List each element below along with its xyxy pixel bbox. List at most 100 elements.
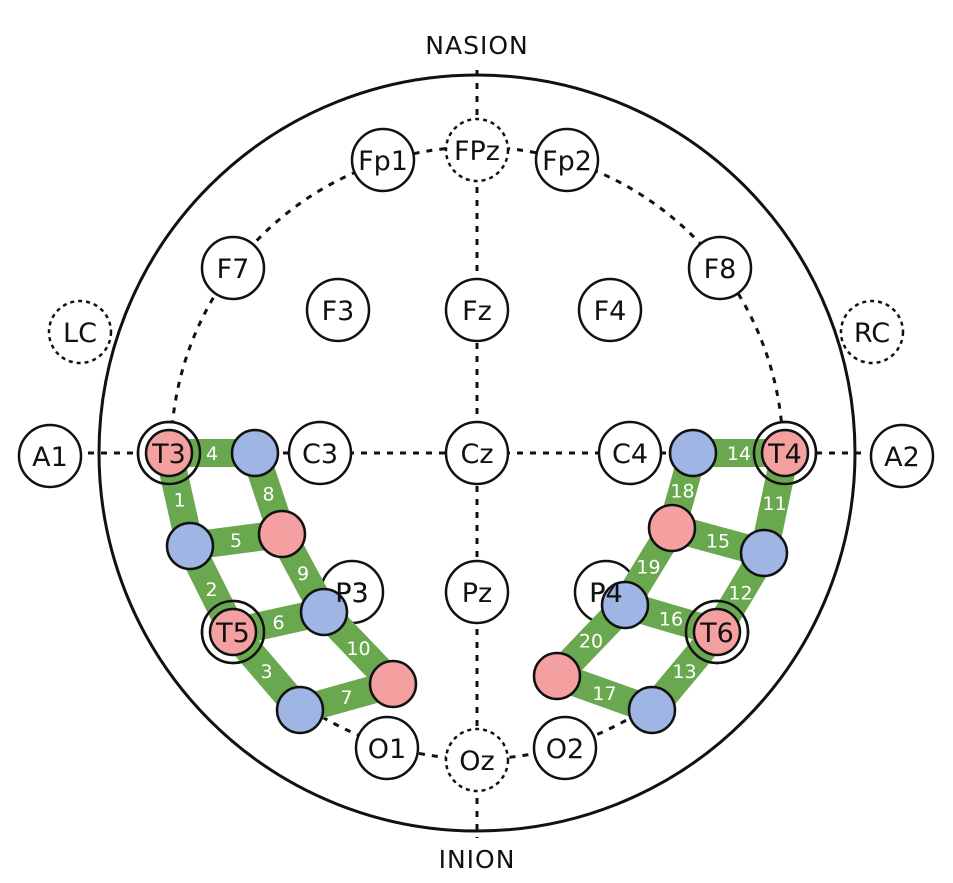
channel-number: 9 [297,563,309,585]
channel-number: 16 [659,609,683,631]
detector-optode-rd3 [627,685,677,735]
electrode-label: Cz [460,439,493,470]
electrode-marker [444,277,510,343]
electrode-label: F8 [704,254,737,285]
electrode-marker [687,235,753,301]
source-marker [257,509,307,559]
electrode-label: Oz [459,746,494,777]
detector-marker [739,528,789,578]
electrode-ring [752,420,818,486]
inion-label: INION [439,845,516,874]
detector-optode-ld2 [230,428,280,478]
electrode-ring [200,599,266,665]
electrode-oz: Oz [444,727,510,793]
electrode-fpz: FPz [444,117,510,183]
electrode-label: C4 [612,439,648,470]
electrode-f3: F3 [305,277,371,343]
electrode-fp1: Fp1 [350,127,416,193]
electrode-label: T4 [767,439,802,470]
channel-number: 17 [592,683,616,705]
source-optode-lt3 [144,428,194,478]
channel-number: 1 [173,490,185,512]
electrode-label: F4 [594,296,627,327]
source-marker [647,503,697,553]
source-optode-rt6 [692,607,742,657]
channel-number: 20 [579,631,603,653]
electrode-f4: F4 [577,277,643,343]
electrode-label: Pz [462,578,492,609]
source-optode-lr3 [368,659,418,709]
channel-number: 18 [670,481,694,503]
electrode-c3: C3 [287,420,353,486]
detector-marker [668,428,718,478]
channel-number: 15 [706,531,730,553]
detector-optode-rd1 [739,528,789,578]
channel-number: 5 [230,530,242,552]
electrode-marker [444,727,510,793]
source-optode-rr3 [532,651,582,701]
electrode-marker [534,127,600,193]
electrode-label: C3 [302,439,338,470]
channel-number: 3 [260,661,272,683]
electrode-marker [354,715,420,781]
electrode-lc: LC [47,299,113,365]
electrode-t4-overlay: T4 [752,420,818,486]
electrode-label: A1 [32,442,68,473]
channel-number: 13 [672,661,696,683]
electrode-t6-overlay: T6 [684,599,750,665]
electrode-marker [444,420,510,486]
detector-marker [275,685,325,735]
source-marker [368,659,418,709]
electrode-label: P3 [335,578,368,609]
source-marker [692,607,742,657]
source-optode-lr1 [257,509,307,559]
electrode-fz: Fz [444,277,510,343]
electrode-c4: C4 [597,420,663,486]
electrode-fp2: Fp2 [534,127,600,193]
channel-number: 10 [346,638,370,660]
source-optode-rr1 [647,503,697,553]
electrode-o2: O2 [532,715,598,781]
electrode-f8: F8 [687,235,753,301]
electrode-label: F7 [217,254,250,285]
electrode-marker [597,420,663,486]
electrode-f7: F7 [200,235,266,301]
electrode-marker [444,117,510,183]
electrode-ring [684,599,750,665]
electrode-a1: A1 [17,423,83,489]
source-optode-lt5 [208,607,258,657]
detector-optode-ld1 [165,521,215,571]
electrode-marker [577,277,643,343]
electrode-marker [200,235,266,301]
channel-number: 14 [727,443,751,465]
detector-marker [165,521,215,571]
detector-marker [230,428,280,478]
channel-number: 6 [272,612,284,634]
electrode-label: FPz [454,136,500,167]
electrode-label: O1 [368,734,406,765]
electrode-label: RC [854,318,890,349]
electrode-label: Fp1 [358,146,408,177]
electrode-t3-overlay: T3 [136,420,202,486]
detector-optode-ld4 [299,587,349,637]
electrode-t5-overlay: T5 [200,599,266,665]
electrode-pz: Pz [444,559,510,625]
channel-number: 19 [636,557,660,579]
electrode-a2: A2 [869,423,935,489]
source-marker [144,428,194,478]
electrode-rc: RC [839,299,905,365]
channel-number: 8 [262,484,274,506]
channel-number: 12 [728,583,752,605]
electrode-label: F3 [322,296,355,327]
electrode-marker [444,559,510,625]
electrode-o1: O1 [354,715,420,781]
electrode-marker [350,127,416,193]
electrode-label: LC [63,318,97,349]
nasion-label: NASION [425,31,528,60]
electrode-marker [47,299,113,365]
electrode-cz: Cz [444,420,510,486]
electrode-p3-overlay: P3 [335,578,368,609]
electrode-label: A2 [884,442,920,473]
electrode-label: P4 [589,578,622,609]
